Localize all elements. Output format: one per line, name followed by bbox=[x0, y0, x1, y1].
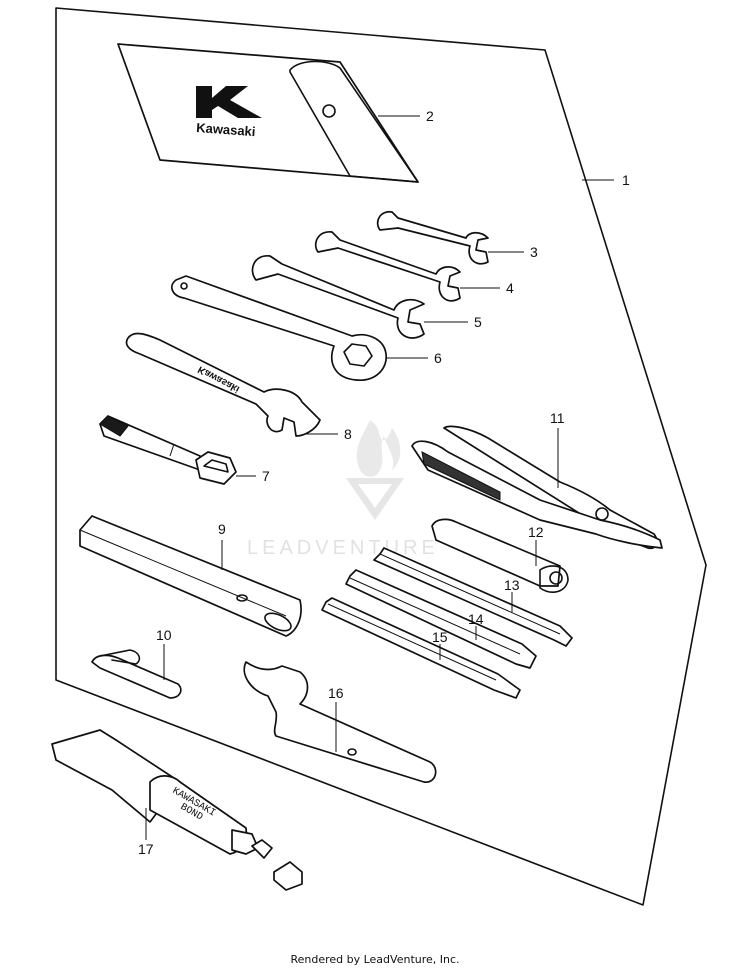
callout-3: 3 bbox=[530, 244, 538, 260]
callout-labels: 1 2 3 4 5 6 7 8 9 10 11 12 13 14 15 16 1… bbox=[138, 108, 630, 857]
tool-pouch: Kawasaki bbox=[117, 43, 419, 183]
callout-6: 6 bbox=[434, 350, 442, 366]
open-end-wrench-large bbox=[251, 255, 425, 339]
open-end-wrench-small bbox=[376, 211, 489, 265]
watermark: LEADVENTURE bbox=[247, 420, 439, 559]
phillips-driver-2 bbox=[345, 569, 537, 669]
callout-leaders bbox=[145, 115, 614, 840]
pouch-logo-text: Kawasaki bbox=[196, 120, 256, 139]
hook-wrench bbox=[243, 661, 437, 783]
watermark-text: LEADVENTURE bbox=[247, 537, 439, 559]
callout-10: 10 bbox=[156, 627, 172, 643]
pliers bbox=[411, 425, 663, 550]
callout-9: 9 bbox=[218, 521, 226, 537]
callout-1: 1 bbox=[622, 172, 630, 188]
bond-tube: KAWASAKI BOND bbox=[51, 729, 303, 891]
box-wrench bbox=[171, 275, 387, 381]
footer-credit: Rendered by LeadVenture, Inc. bbox=[290, 953, 460, 966]
callout-15: 15 bbox=[432, 629, 448, 645]
callout-16: 16 bbox=[328, 685, 344, 701]
callout-7: 7 bbox=[262, 468, 270, 484]
watermark-v-icon bbox=[346, 478, 404, 520]
callout-4: 4 bbox=[506, 280, 514, 296]
callout-13: 13 bbox=[504, 577, 520, 593]
screwdriver-grip bbox=[431, 518, 569, 593]
callout-5: 5 bbox=[474, 314, 482, 330]
callout-8: 8 bbox=[344, 426, 352, 442]
callout-2: 2 bbox=[426, 108, 434, 124]
flat-driver bbox=[321, 597, 521, 699]
open-end-wrench-medium bbox=[314, 231, 461, 302]
socket-wrench bbox=[99, 415, 237, 485]
watermark-flame-icon bbox=[356, 420, 401, 477]
screwdriver-holder bbox=[91, 649, 182, 699]
callout-17: 17 bbox=[138, 841, 154, 857]
callout-11: 11 bbox=[550, 410, 565, 426]
kawasaki-logo-icon bbox=[196, 86, 262, 118]
kawasaki-wrench: Kawasaki bbox=[125, 332, 321, 437]
phillips-driver bbox=[373, 547, 573, 647]
callout-12: 12 bbox=[528, 524, 544, 540]
kit-outline bbox=[55, 7, 707, 906]
handle-bar bbox=[79, 515, 302, 637]
callout-14: 14 bbox=[468, 611, 484, 627]
